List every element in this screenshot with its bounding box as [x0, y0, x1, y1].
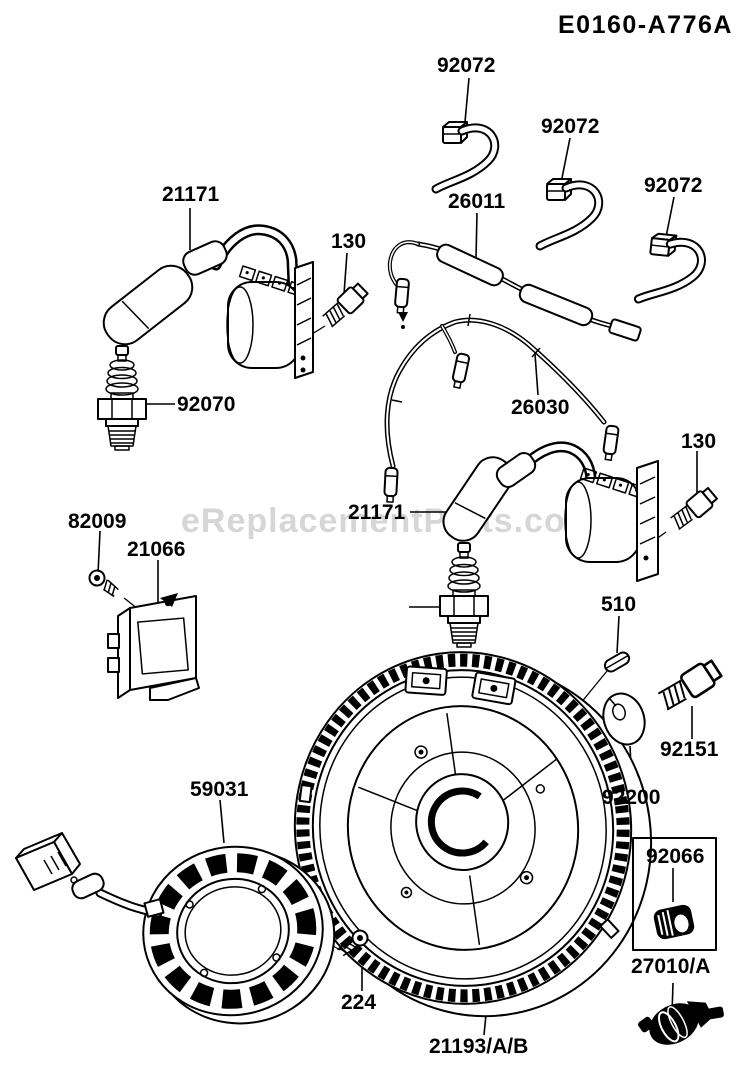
regulator-21066: [107, 593, 200, 701]
bolt-92151: [654, 656, 725, 716]
inset-box-92066: [632, 837, 717, 951]
part-label-130-2: 130: [681, 430, 717, 453]
part-label-224: 224: [341, 991, 377, 1014]
flywheel-21193: [293, 651, 653, 1018]
part-label-21171-2: 21171: [348, 501, 406, 524]
oil-pressure-switch-27010: [637, 1001, 724, 1045]
part-label-27010A: 27010/A: [631, 955, 711, 978]
part-label-26030: 26030: [511, 396, 570, 419]
part-label-92066: 92066: [646, 845, 705, 868]
part-label-92151: 92151: [660, 738, 719, 761]
washer-92200: [602, 692, 646, 746]
part-label-130-1: 130: [331, 230, 367, 253]
part-label-21066: 21066: [127, 538, 186, 561]
part-label-21171-1: 21171: [162, 183, 220, 206]
part-label-21193AB: 21193/A/B: [429, 1035, 529, 1058]
spark-plug-92070-1: [97, 345, 147, 451]
part-label-92200: 92200: [602, 786, 661, 809]
screw-82009: [85, 566, 123, 601]
stator-59031: [15, 832, 336, 1025]
wire-26030: [382, 313, 620, 504]
cable-tie-92072-3: [638, 232, 703, 305]
part-label-92072-3: 92072: [644, 174, 703, 197]
ignition-coil-1: [102, 224, 314, 379]
part-label-59031: 59031: [190, 778, 249, 801]
part-label-92072-2: 92072: [541, 115, 600, 138]
cable-tie-92072-1: [436, 122, 495, 189]
woodruff-key-510: [603, 651, 631, 673]
part-label-82009: 82009: [68, 510, 127, 533]
part-label-510: 510: [601, 593, 637, 616]
part-label-92072-1: 92072: [437, 54, 496, 77]
ignition-coil-2: [442, 441, 659, 582]
part-label-92070-1: 92070: [177, 393, 236, 416]
part-label-26011: 26011: [448, 190, 506, 213]
wire-harness-26011: [387, 240, 642, 342]
bolt-130-2: [667, 484, 720, 534]
diagram-code: E0160-A776A: [558, 11, 733, 39]
spark-plug-92070-2: [439, 542, 489, 648]
watermark: eReplacementParts.com: [181, 502, 597, 540]
cable-tie-92072-2: [540, 179, 599, 246]
